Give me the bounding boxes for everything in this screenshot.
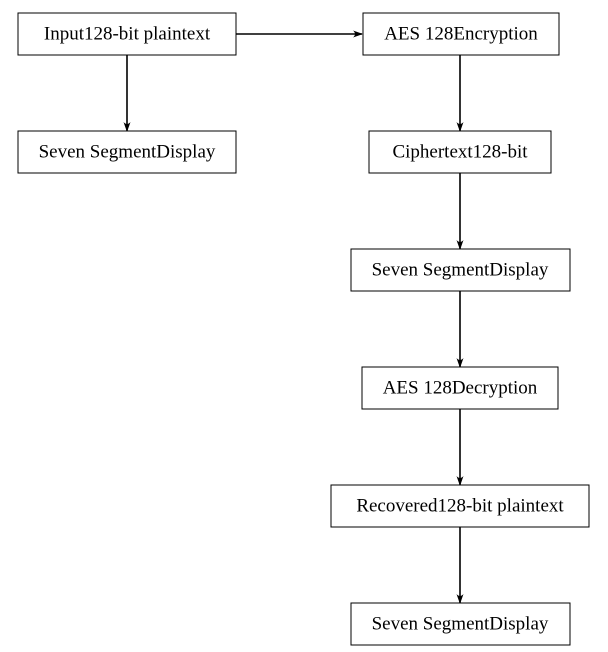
- node-display-input-label: Seven SegmentDisplay: [39, 142, 216, 163]
- node-recovered-plaintext: Recovered128-bit plaintext: [330, 484, 590, 528]
- node-display-cipher: Seven SegmentDisplay: [350, 248, 571, 292]
- node-aes-encryption-label: AES 128Encryption: [384, 24, 538, 45]
- node-ciphertext: Ciphertext128-bit: [368, 130, 552, 174]
- node-input-plaintext: Input128-bit plaintext: [17, 12, 237, 56]
- node-ciphertext-label: Ciphertext128-bit: [392, 142, 528, 163]
- node-aes-encryption: AES 128Encryption: [362, 12, 560, 56]
- node-display-cipher-label: Seven SegmentDisplay: [372, 260, 549, 281]
- node-display-recovered: Seven SegmentDisplay: [350, 602, 571, 646]
- node-display-recovered-label: Seven SegmentDisplay: [372, 614, 549, 635]
- node-recovered-plaintext-label: Recovered128-bit plaintext: [356, 496, 564, 517]
- node-input-plaintext-label: Input128-bit plaintext: [44, 24, 211, 45]
- node-aes-decryption: AES 128Decryption: [361, 366, 559, 410]
- node-aes-decryption-label: AES 128Decryption: [383, 378, 538, 399]
- node-display-input: Seven SegmentDisplay: [17, 130, 237, 174]
